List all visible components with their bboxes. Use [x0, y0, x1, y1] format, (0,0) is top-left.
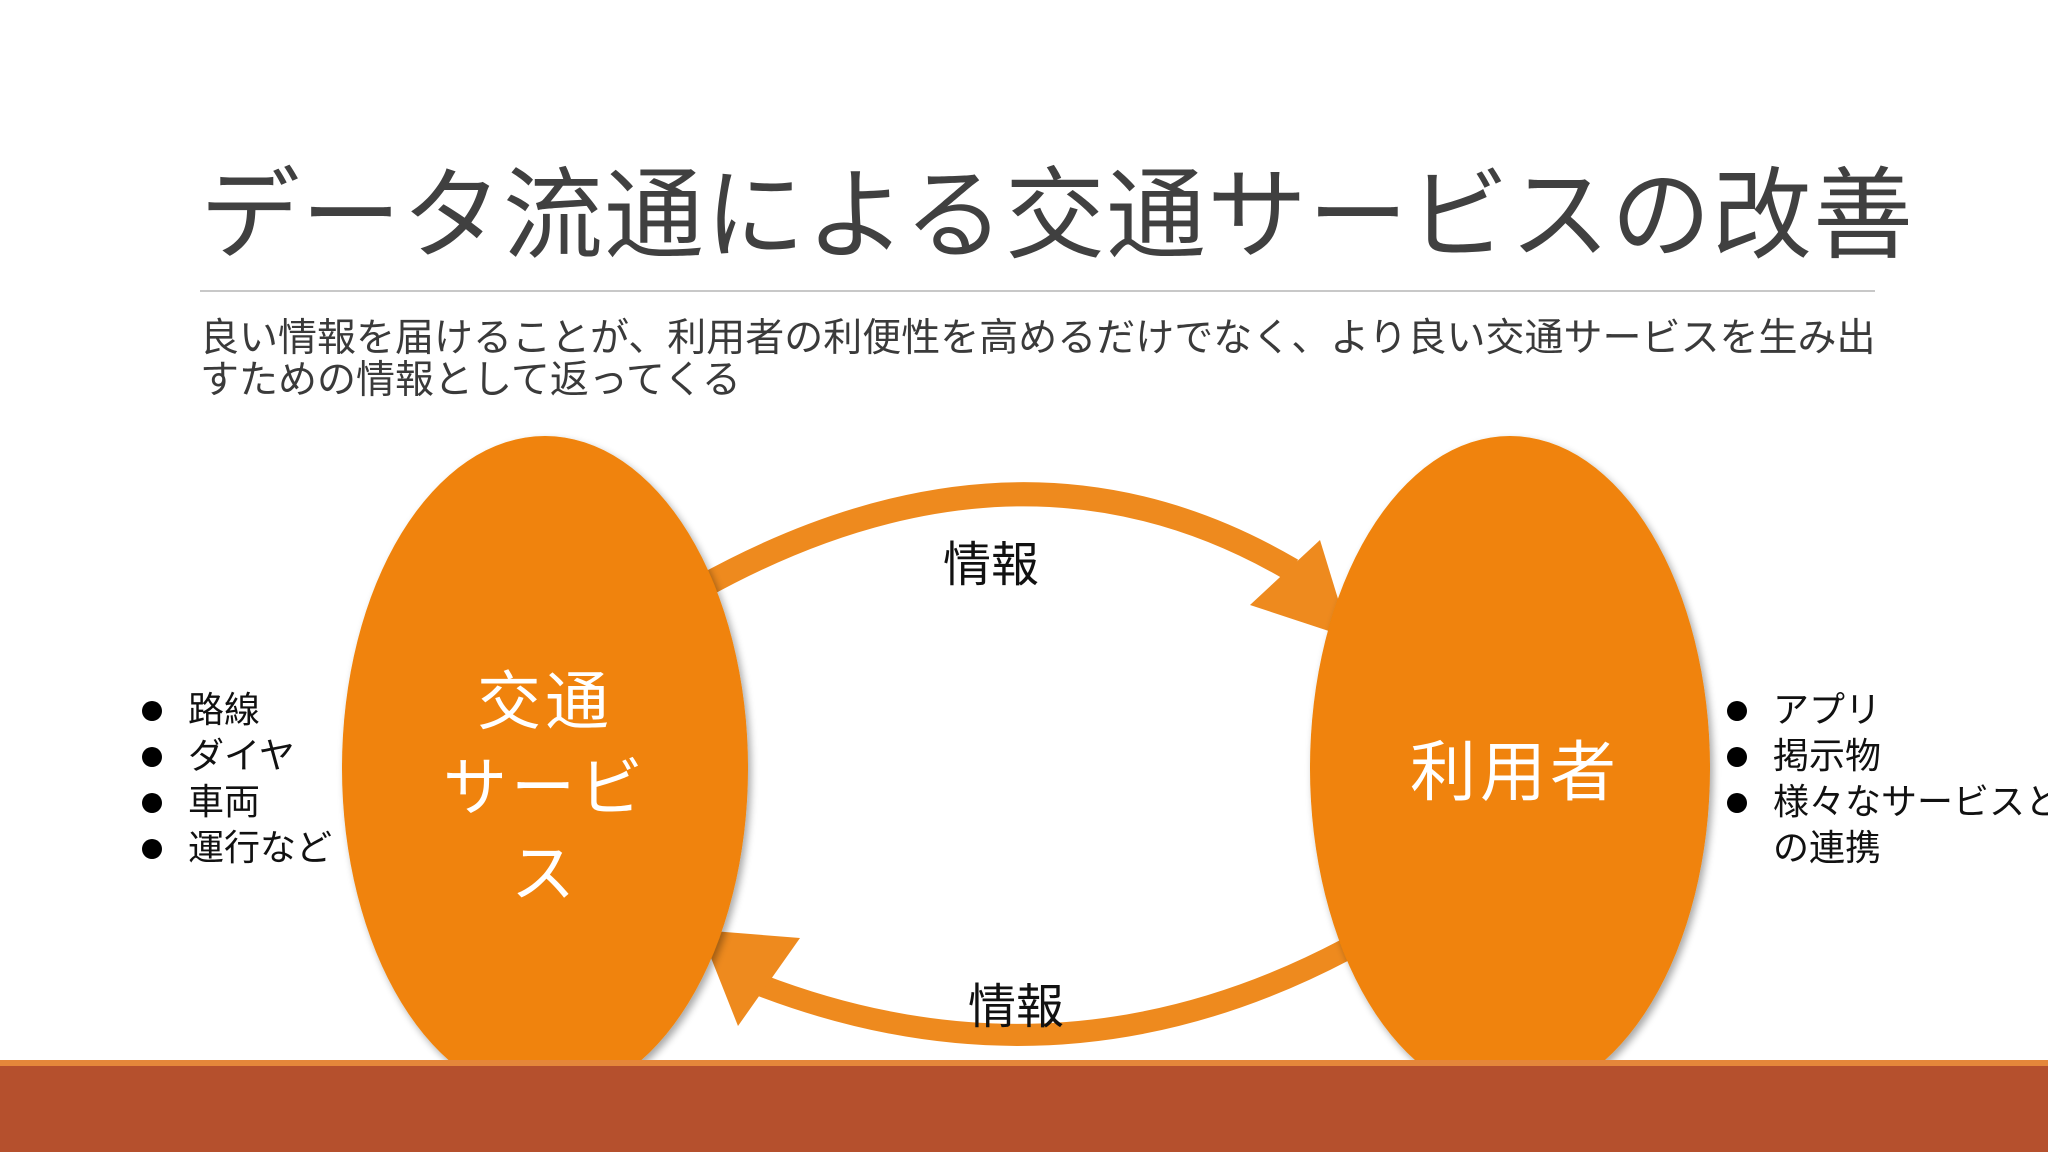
list-item: 運行など: [140, 826, 332, 872]
user-bullet-list: アプリ 掲示物 様々なサービスと の連携: [1725, 688, 2048, 872]
transport-service-line3: ス: [511, 838, 579, 912]
user-label: 利用者: [1410, 734, 1620, 811]
top-arrow-head: [1250, 540, 1350, 638]
footer-bar: [0, 1066, 2048, 1152]
slide-title: データ流通による交通サービスの改善: [200, 157, 1914, 274]
footer-accent-line: [0, 1060, 2048, 1070]
list-item: 路線: [140, 688, 332, 734]
transport-service-ellipse: [342, 436, 748, 1100]
top-arrow-label: 情報: [943, 537, 1040, 593]
list-item: 様々なサービスと の連携: [1725, 780, 2048, 872]
transport-service-line1: 交通: [477, 666, 613, 740]
user-ellipse: [1310, 436, 1710, 1100]
list-item: アプリ: [1725, 688, 2048, 734]
top-arrow-arc: [694, 482, 1299, 599]
title-divider: [200, 290, 1875, 292]
transport-service-line2: サービ: [443, 752, 647, 826]
slide-subtitle: 良い情報を届けることが、利用者の利便性を高めるだけでなく、より良い交通サービスを…: [200, 316, 1876, 403]
bottom-arrow-head: [700, 930, 800, 1026]
list-item: 車両: [140, 780, 332, 826]
bottom-arrow-label: 情報: [968, 979, 1065, 1035]
list-item-line1: 様々なサービスと: [1773, 782, 2048, 823]
list-item: 掲示物: [1725, 734, 2048, 780]
service-bullet-list: 路線 ダイヤ 車両 運行など: [140, 688, 332, 872]
list-item-line2: の連携: [1773, 828, 1882, 869]
transport-service-label: 交通 サービ ス: [415, 660, 675, 918]
bottom-arrow-arc: [756, 940, 1351, 1046]
list-item: ダイヤ: [140, 734, 332, 780]
